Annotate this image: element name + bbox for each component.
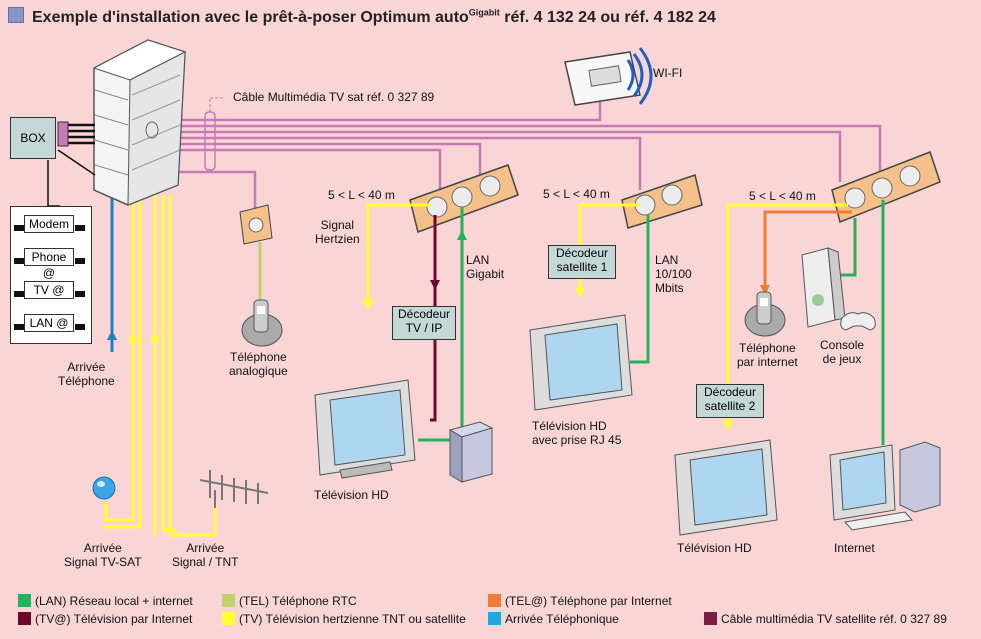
legend-tel: (TEL) Téléphone RTC: [222, 594, 357, 608]
tv-hd-1: [314, 379, 416, 479]
satellite-dish: [92, 476, 116, 500]
legend-swatch-tel: [222, 594, 235, 607]
legend-multimedia: Câble multimédia TV satellite réf. 0 327…: [704, 612, 947, 626]
legend-swatch-arrivee: [488, 612, 501, 625]
distance-label-1: 5 < L < 40 m: [328, 188, 395, 202]
module-tv: TV @: [24, 281, 74, 299]
decoder-box-tvip: [448, 421, 494, 483]
internet-computer: [829, 441, 941, 531]
multimedia-cables: [178, 98, 882, 210]
page-title: Exemple d'installation avec le prêt-à-po…: [8, 7, 716, 27]
legend-swatch-multimedia: [704, 612, 717, 625]
lan-cable-2: [630, 215, 650, 364]
tel-internet-cable: [763, 210, 852, 300]
internet-label: Internet: [834, 541, 875, 555]
game-console: [801, 247, 876, 331]
module-lan: LAN @: [24, 314, 74, 332]
distribution-cabinet: [92, 39, 187, 206]
socket-plate-1: [409, 164, 519, 233]
legend-tv: (TV) Télévision hertzienne TNT ou satell…: [222, 612, 466, 626]
tv-hd-2-label: Télévision HD: [677, 541, 752, 555]
legend-tel-internet: (TEL@) Téléphone par Internet: [488, 594, 672, 608]
tv-hd-1-label: Télévision HD: [314, 488, 389, 502]
analog-phone: [241, 299, 283, 347]
tv-hd-rj45: [529, 314, 633, 411]
legend-swatch-lan: [18, 594, 31, 607]
tnt-antenna: [199, 470, 269, 508]
tv-cable-3: [726, 203, 848, 430]
wifi-socket: [564, 47, 653, 106]
title-square-icon: [8, 7, 24, 23]
cable-label: Câble Multimédia TV sat réf. 0 327 89: [233, 90, 435, 104]
legend-swatch-tvip: [18, 612, 31, 625]
socket-plate-2: [621, 174, 703, 229]
legend-tvip: (TV@) Télévision par Internet: [18, 612, 192, 626]
box-device: BOX: [10, 117, 56, 159]
modules-panel: Modem Phone @ TV @ LAN @: [10, 206, 92, 344]
arrivee-telephone-line: [107, 195, 117, 352]
legend-arrivee: Arrivée Téléphonique: [488, 612, 619, 626]
distance-label-3: 5 < L < 40 m: [749, 189, 816, 203]
module-modem: Modem: [24, 215, 74, 233]
legend-swatch-tel-internet: [488, 594, 501, 607]
telephone-socket: [239, 204, 273, 245]
arrivee-tv-lines: [103, 195, 217, 537]
legend-swatch-tv: [222, 612, 235, 625]
tv-cable-1: [366, 203, 430, 305]
tv-hd-2: [674, 439, 778, 536]
internet-phone: [744, 291, 786, 337]
wifi-label: WI-FI: [653, 66, 683, 80]
legend-lan: (LAN) Réseau local + internet: [18, 594, 193, 608]
module-phone: Phone @: [24, 248, 74, 280]
lan-cable-console: [835, 218, 857, 277]
distance-label-2: 5 < L < 40 m: [543, 187, 610, 201]
